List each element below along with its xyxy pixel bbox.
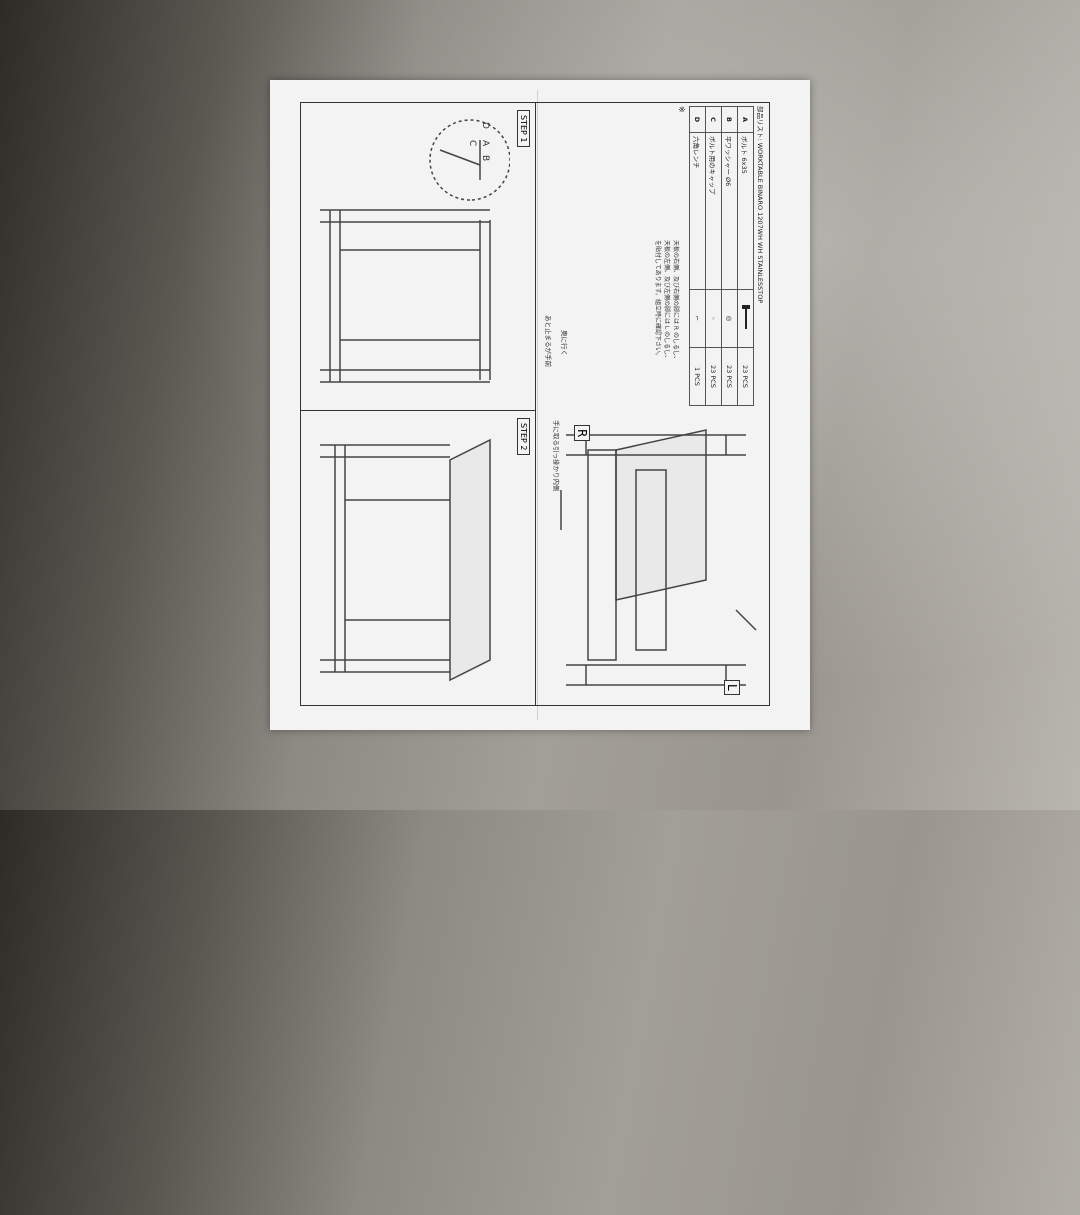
bolt-icon xyxy=(737,289,754,348)
step-1-drawing xyxy=(320,119,510,383)
parts-list: 部品リスト: WORKTABLE BINARO 1207WH WH STAINL… xyxy=(677,106,766,406)
part-qty-value: 23 xyxy=(741,364,750,374)
part-qty: 23 PCS xyxy=(737,347,754,406)
part-qty-value: 1 xyxy=(693,367,702,372)
parts-table: A ボルト 6x35 23 PCS B 平ワッシャー Ø6 ◎ 23 PCS C… xyxy=(689,106,754,406)
step-2-drawing xyxy=(320,438,491,682)
assembly-note: 天板の右側、及び右側の脚には R のしるし、 天板の左側、及び左側の脚には L … xyxy=(653,240,680,390)
detail-label-a: A xyxy=(480,140,490,147)
table-row: A ボルト 6x35 23 PCS xyxy=(737,106,754,406)
part-qty: 23 PCS xyxy=(705,347,722,406)
note-line: 天板の左側、及び左側の脚には L のしるし、 xyxy=(663,240,670,362)
cap-icon: ◦ xyxy=(705,289,722,348)
note-line: を貼付してあります。組立時に確認下さい。 xyxy=(654,240,661,360)
note-front-2: あと止まるが手前 xyxy=(544,315,552,367)
note-line: 天板の右側、及び右側の脚には R のしるし、 xyxy=(672,240,679,362)
step-2-label: STEP 2 xyxy=(517,418,530,456)
detail-label-c: C xyxy=(467,140,477,147)
note-front-1: 奥に行く xyxy=(560,330,568,356)
part-unit: PCS xyxy=(741,375,750,388)
step-1-label: STEP 1 xyxy=(517,110,530,148)
part-unit: PCS xyxy=(725,375,734,388)
parts-title: 部品リスト: WORKTABLE BINARO 1207WH WH STAINL… xyxy=(756,106,764,304)
part-qty: 1 PCS xyxy=(689,347,706,406)
stage: 部品リスト: WORKTABLE BINARO 1207WH WH STAINL… xyxy=(270,80,1080,1215)
section-divider xyxy=(535,102,536,706)
part-unit: PCS xyxy=(693,373,702,386)
part-letter: B xyxy=(721,106,738,133)
step-divider xyxy=(300,410,536,411)
part-qty-value: 23 xyxy=(709,364,718,374)
label-l: L xyxy=(724,680,740,695)
washer-icon: ◎ xyxy=(721,289,738,348)
part-unit: PCS xyxy=(709,375,718,388)
part-letter: D xyxy=(689,106,706,133)
part-qty: 23 PCS xyxy=(721,347,738,406)
part-name: 平ワッシャー Ø6 xyxy=(721,132,738,290)
part-name: 六角レンチ xyxy=(689,132,706,290)
detail-label-b: B xyxy=(480,155,490,162)
table-row: B 平ワッシャー Ø6 ◎ 23 PCS xyxy=(721,106,738,406)
note-r: 手に取る引っ掛かり内側 xyxy=(552,420,560,492)
part-name: ボルト用のキャップ xyxy=(705,132,722,290)
hex-wrench-icon: ⌐ xyxy=(689,289,706,348)
part-qty-value: 23 xyxy=(725,364,734,374)
detail-label-d: D xyxy=(480,122,490,129)
exploded-view-drawing xyxy=(560,429,757,686)
instruction-sheet: 部品リスト: WORKTABLE BINARO 1207WH WH STAINL… xyxy=(270,80,810,730)
part-name: ボルト 6x35 xyxy=(737,132,754,290)
part-letter: C xyxy=(705,106,722,133)
table-row: D 六角レンチ ⌐ 1 PCS xyxy=(689,106,706,406)
label-r: R xyxy=(574,425,590,442)
part-letter: A xyxy=(737,106,754,133)
table-row: C ボルト用のキャップ ◦ 23 PCS xyxy=(705,106,722,406)
